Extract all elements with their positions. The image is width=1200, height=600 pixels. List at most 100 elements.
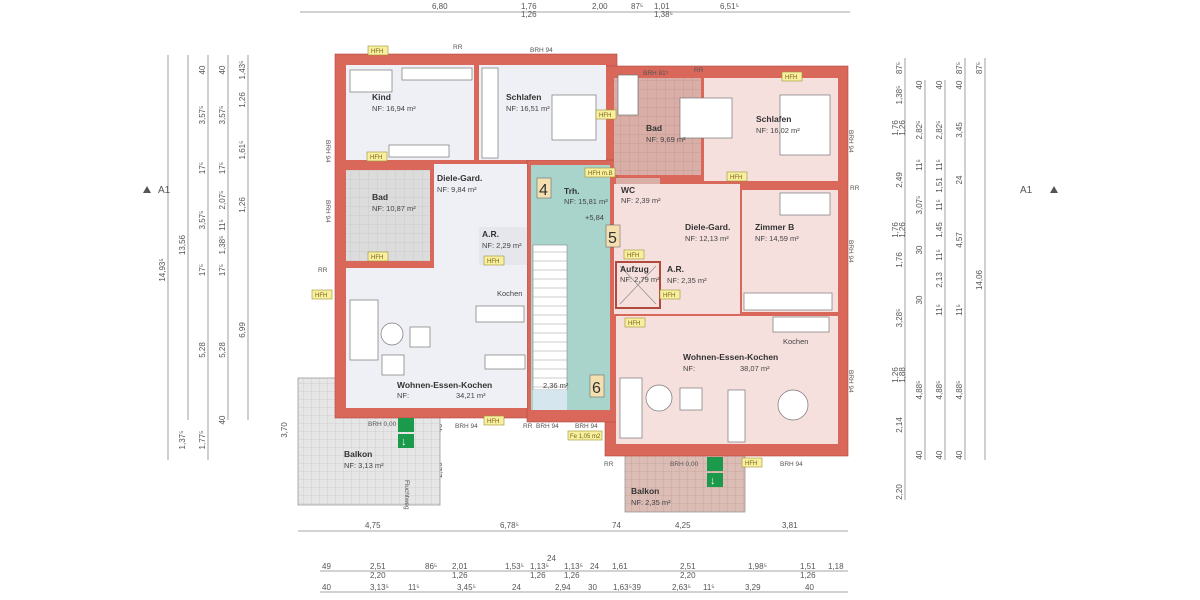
hfh-tag: HFH [623,249,645,260]
svg-text:HFH: HFH [627,253,639,259]
stair-number: 5 [608,230,617,247]
room-name: Bad [646,123,662,133]
dimension-label: 1,13⁵ [530,562,549,571]
dimension-label: 2,49 [895,172,904,188]
level-label: +5,84 [585,213,604,222]
room-name: Aufzug [620,264,649,274]
dimension-label: 4,75 [365,521,381,530]
stair-number: 6 [592,380,601,397]
stair-landing [533,390,567,410]
svg-text:HFH: HFH [371,49,383,55]
dimension-label: 1,26 [521,10,537,19]
dimension-label: 11⁵ [935,199,944,211]
dimension-label: 11⁵ [218,219,227,231]
dimension-label: 1,26 [564,571,580,580]
room-name: Wohnen-Essen-Kochen [683,352,778,362]
room-area-label: NF: [397,391,409,400]
dimension-label: 40 [935,450,944,459]
hfh-tag: HFH [595,109,617,120]
stair-numbers: 4 5 6 [536,177,621,398]
dimension-label: 40 [198,65,207,74]
staircase [532,244,568,391]
svg-text:RR: RR [523,423,533,430]
svg-text:BRH 0,00: BRH 0,00 [670,461,699,468]
svg-text:BRH 94: BRH 94 [847,240,854,263]
dimension-label: 40 [935,80,944,89]
room-area: NF: 3,13 m² [344,461,384,470]
dimension-label: 3,45 [955,122,964,138]
room-area: NF: 14,59 m² [755,234,799,243]
dimension-label: 40 [218,415,227,424]
dimension-label: 1,13⁵ [564,562,583,571]
dimension-label: 40 [955,450,964,459]
dimension-label: 6,51⁵ [720,2,739,11]
section-marker-right: A1 [1020,185,1058,196]
dimension-label: 24 [512,583,521,592]
room-labels: Kind NF: 16,94 m² Schlafen NF: 16,51 m² … [344,92,808,507]
svg-text:BRH 94: BRH 94 [536,423,559,430]
hfh-tag: HFH [311,289,333,300]
section-arrow-icon [1050,186,1058,193]
room-name: Diele-Gard. [685,222,730,232]
dimension-label: 3,57⁵ [218,106,227,125]
dimension-lines [167,11,986,593]
dimension-label: 11⁵ [935,159,944,171]
room-area: NF: 2,29 m² [482,241,522,250]
room-area: NF: 12,13 m² [685,234,729,243]
exit-sign-left: ↓ Fluchtweg [398,418,414,510]
svg-text:BRH 81⁵: BRH 81⁵ [643,70,669,77]
dimension-label: 3,81 [782,521,798,530]
room-name: WC [621,185,635,195]
dimension-label: 11⁵ [915,159,924,171]
svg-text:HFH: HFH [745,461,757,467]
svg-text:Fe 1,05 m2: Fe 1,05 m2 [570,434,601,440]
dimension-label: 2,01 [452,562,468,571]
hfh-tag: HFH [659,289,681,300]
dimension-label: 17⁵ [198,264,207,276]
room-area: NF: 2,39 m² [621,196,661,205]
dimension-label: 1,98⁵ [748,562,767,571]
room-name: A.R. [667,264,684,274]
dimension-label: 1,77⁵ [198,431,207,450]
dimension-label: 39 [632,583,641,592]
svg-text:RR: RR [850,185,860,192]
dimension-label: 1,63⁵ [613,583,632,592]
hfh-tag: HFH [367,45,389,56]
dimension-label: 1,26 [238,92,247,108]
room-area: NF: 9,69 m² [646,135,686,144]
room-area: NF: 16,02 m² [756,126,800,135]
svg-text:HFH: HFH [599,113,611,119]
balcony-right [624,454,746,513]
room-area: 38,07 m² [740,364,770,373]
fe-tag: Fe 1,05 m2 [567,430,603,441]
svg-text:BRH 0,00: BRH 0,00 [368,421,397,428]
dimension-label: 87⁵ [895,62,904,74]
dimension-label: 3,70 [280,422,289,438]
room-bad-left [346,170,430,261]
dimension-label: 40 [915,80,924,89]
dimension-label: 2,07⁵ [218,191,227,210]
dimension-label: 40 [955,80,964,89]
room-area: NF: 16,51 m² [506,104,550,113]
dimension-label: 17⁵ [218,264,227,276]
dimension-label: 1,76 [891,222,900,238]
dimension-label: 3,07⁵ [915,196,924,215]
dimension-label: 1,26 [238,197,247,213]
room-name: Schlafen [756,114,791,124]
dimension-label: 17⁵ [198,162,207,174]
section-marker-left: A1 [143,185,171,196]
room-name: Schlafen [506,92,541,102]
dimension-label: 2,13 [935,272,944,288]
dimension-label: 1,61 [612,562,628,571]
dimension-label: 1,37⁵ [178,431,187,450]
landing-area: 2,36 m² [543,381,569,390]
dimension-label: 11⁵ [408,583,420,592]
section-label: A1 [1020,185,1033,196]
svg-text:BRH 94: BRH 94 [847,130,854,153]
dimension-label: 1,51 [935,177,944,193]
dimension-label: 24 [547,554,556,563]
exit-sign-right: ↓ [707,457,723,487]
dimension-label: 40 [915,450,924,459]
hfh-tag: HFH [483,415,505,426]
